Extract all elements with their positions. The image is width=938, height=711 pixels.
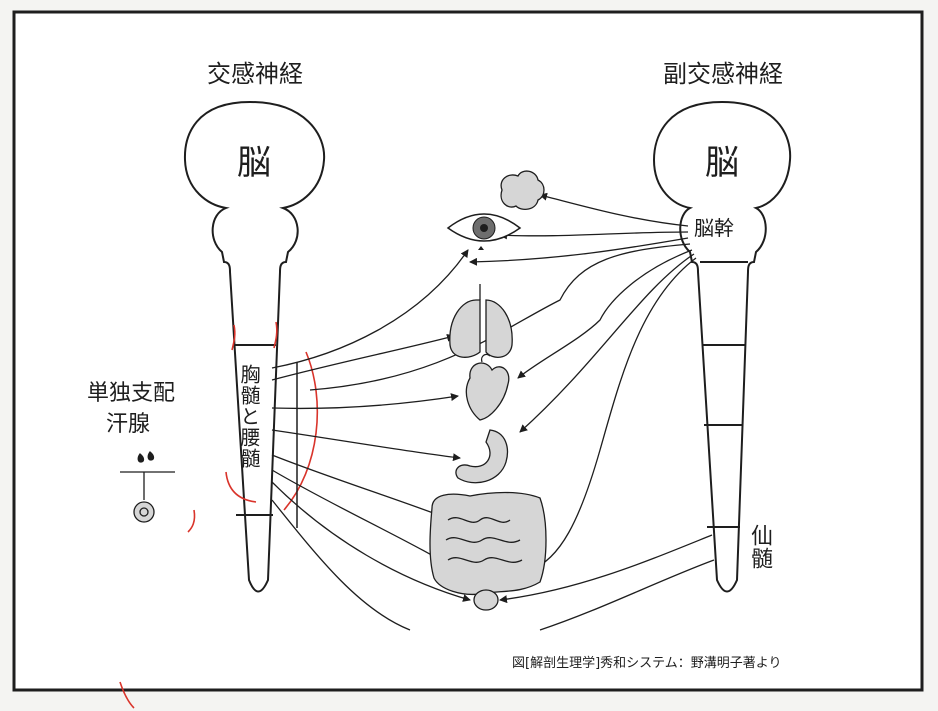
sacral-label: 仙髄 [747, 524, 772, 570]
parasympathetic-fibers [309, 192, 715, 631]
parasympathetic-segment-lines [700, 261, 748, 528]
parasympathetic-title: 副交感神経 [663, 60, 783, 88]
parasympathetic-cns-outline [652, 100, 792, 593]
bladder-icon [473, 589, 499, 611]
source-caption: 図[解剖生理学]秀和システム：野溝明子著より [512, 656, 782, 671]
lungs-icon [449, 284, 513, 358]
thoracolumbar-label: 胸髄と腰髄 [237, 364, 261, 469]
sympathetic-fibers [271, 249, 471, 631]
brainstem-label: 脳幹 [694, 216, 734, 240]
sweat-gland-icon [120, 451, 175, 523]
sweat-gland-label: 汗腺 [106, 412, 151, 437]
lacrimal-gland-icon [500, 170, 545, 211]
brain-label-right: 脳 [705, 143, 739, 183]
sympathetic-title: 交感神経 [207, 60, 303, 88]
eye-icon [446, 213, 522, 250]
intestines-icon [429, 491, 547, 596]
sympathetic-segment-lines [233, 344, 276, 516]
heart-icon [465, 353, 510, 421]
sympathetic-cns-outline [183, 100, 326, 593]
stomach-icon [455, 429, 509, 484]
brain-label-left: 脳 [237, 143, 271, 183]
single-control-label: 単独支配 [87, 381, 176, 406]
